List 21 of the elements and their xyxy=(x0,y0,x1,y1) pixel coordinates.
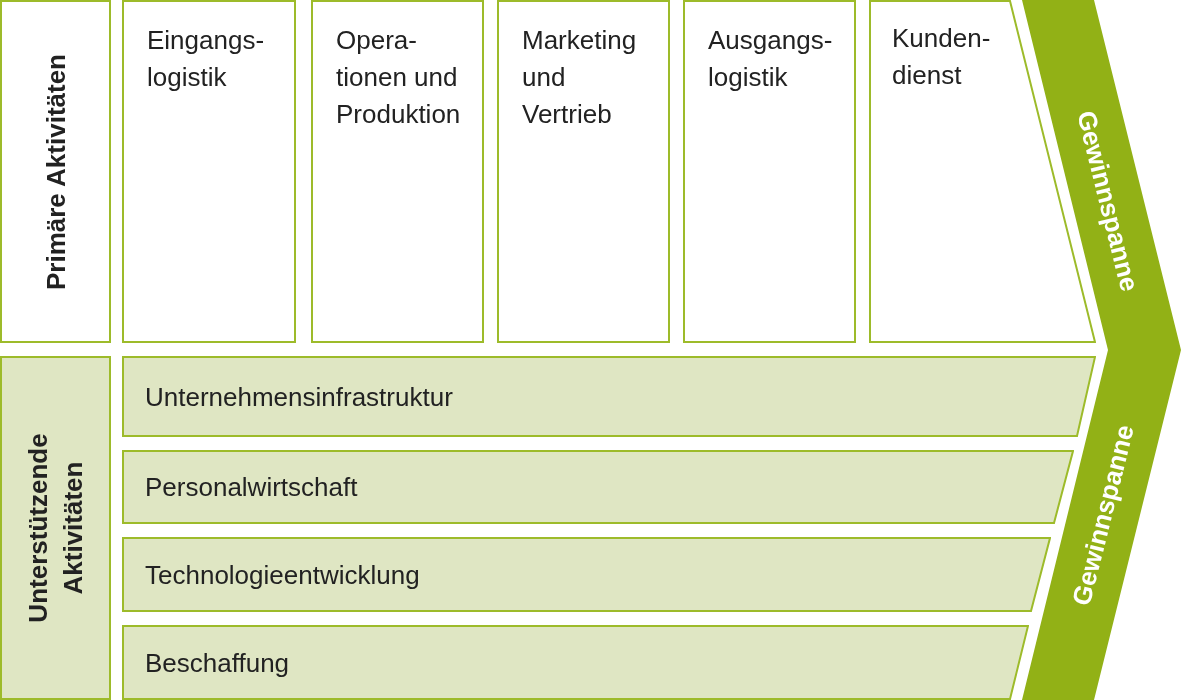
activity-box xyxy=(497,0,670,343)
activity-label: Eingangs- logistik xyxy=(147,24,266,94)
support-activity-bar xyxy=(122,537,1051,612)
activity-label: Technologieentwicklung xyxy=(145,558,420,591)
activity-label: Unternehmensinfrastruktur xyxy=(145,380,453,413)
activity-label: Kunden- dienst xyxy=(892,22,992,92)
category-label: Unterstützende Aktivitäten xyxy=(21,432,89,625)
activity-box xyxy=(683,0,856,343)
activity-label: Marketing und Vertrieb xyxy=(522,24,638,131)
activity-box xyxy=(122,0,296,343)
activity-label: Ausgangs- logistik xyxy=(708,24,834,94)
activity-label: Personalwirtschaft xyxy=(145,470,358,504)
category-label: Primäre Aktivitäten xyxy=(39,53,71,290)
support-activity-bar xyxy=(122,450,1074,524)
category-box xyxy=(0,0,111,343)
activity-label: Beschaffung xyxy=(145,646,290,679)
support-activity-bar xyxy=(122,625,1029,700)
activity-label: Opera- tionen und Produktion xyxy=(336,24,462,131)
margin-chevron xyxy=(1020,0,1181,700)
activity-box xyxy=(311,0,484,343)
category-box xyxy=(0,356,111,700)
